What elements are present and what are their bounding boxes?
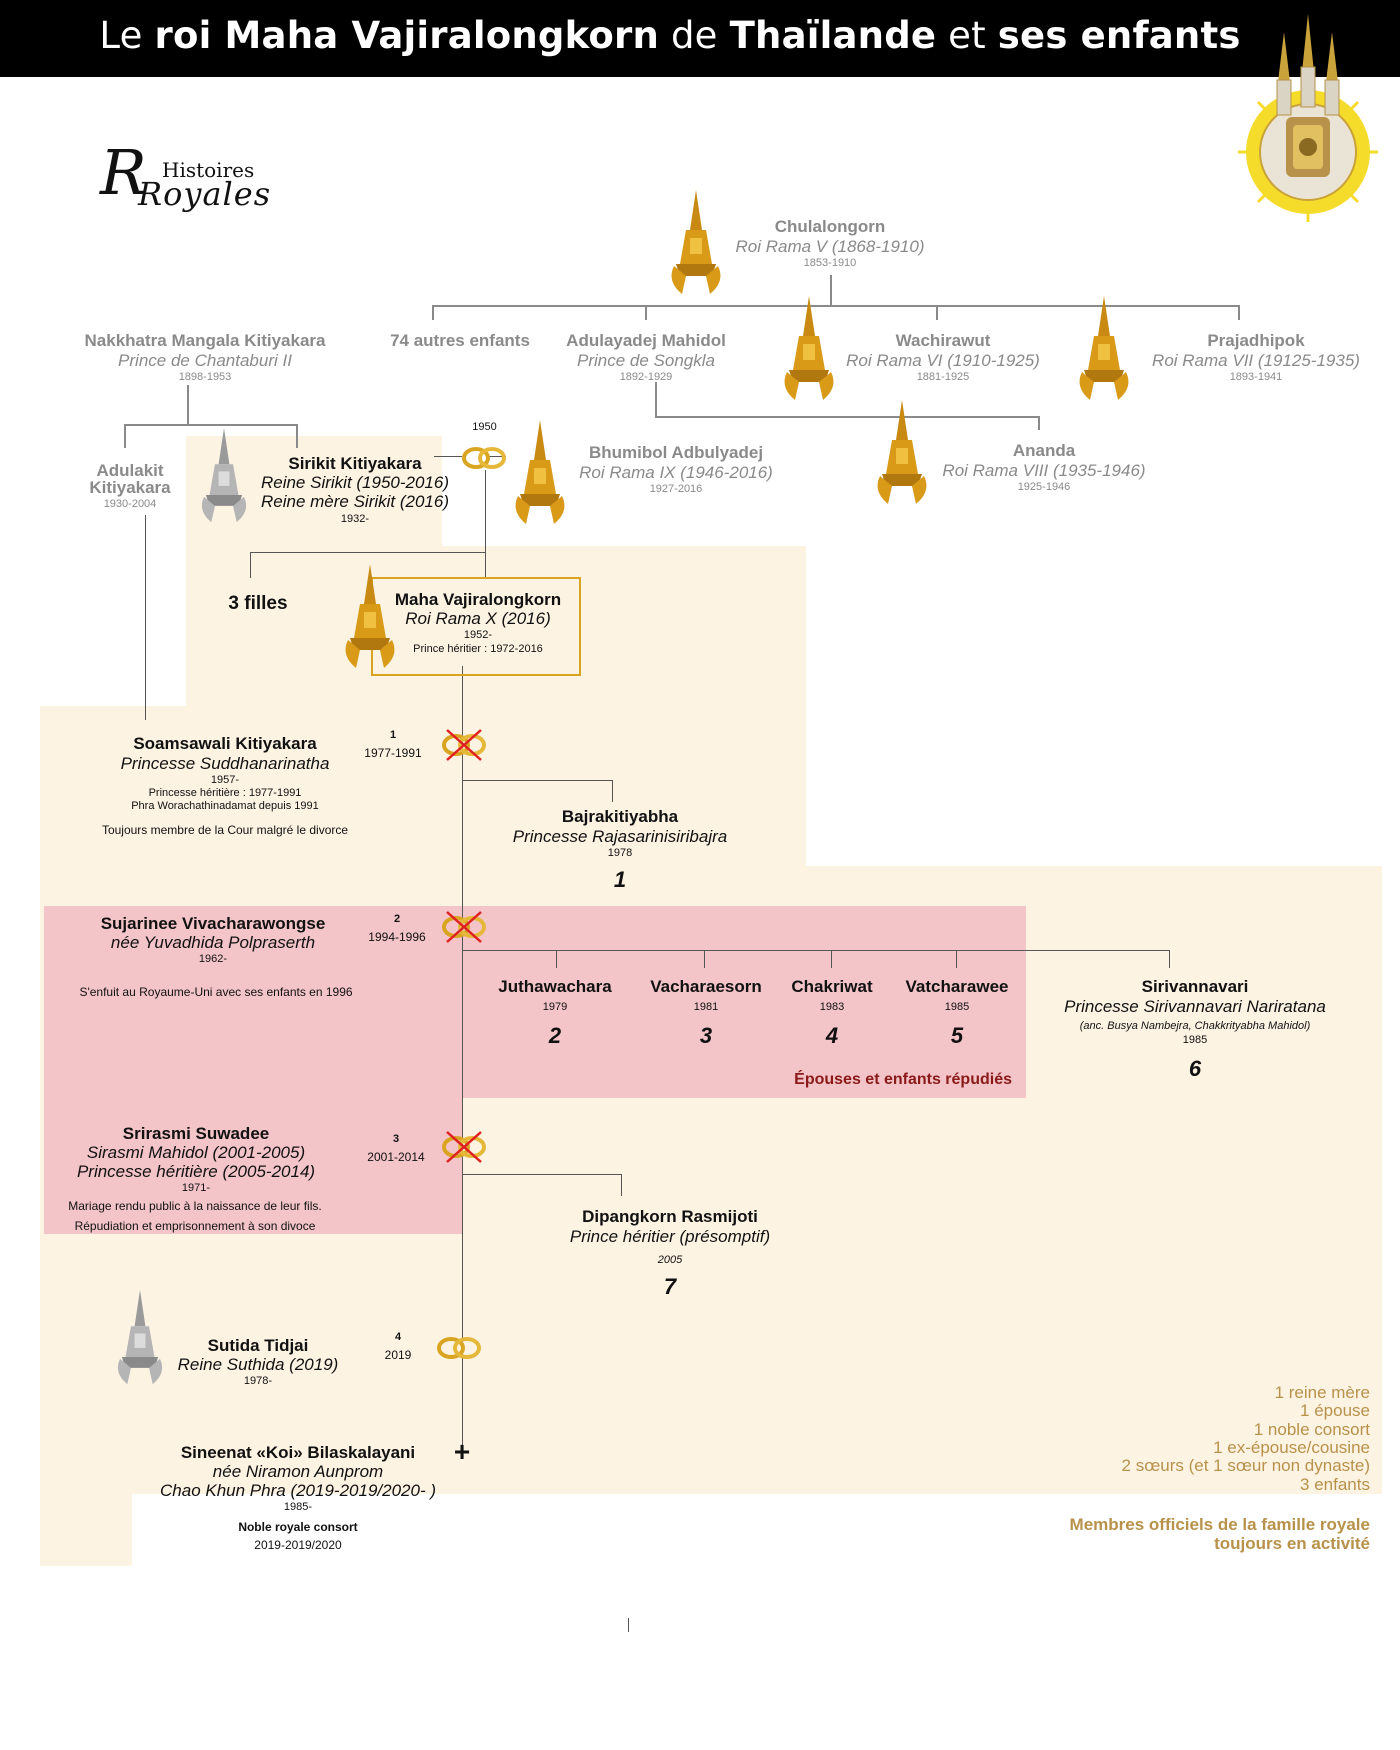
connector [462, 1174, 622, 1175]
connector [124, 424, 126, 448]
sujarinee-note: S'enfuit au Royaume-Uni avec ses enfants… [79, 985, 353, 999]
histoires-royales-logo: R Histoires Royales [100, 142, 270, 218]
connector [612, 780, 613, 802]
cream-region-king [186, 546, 806, 710]
crown-icon-chulalongkorn [671, 190, 721, 294]
connector [432, 305, 1240, 307]
divorced-rings-icon-2 [442, 911, 486, 943]
connector [830, 275, 832, 305]
logo-script-r: R [100, 136, 147, 209]
silver-crown-icon-sutida [117, 1290, 163, 1385]
connector [486, 456, 506, 457]
connector [485, 552, 486, 578]
connector [434, 456, 462, 457]
person-chakriwat: Chakriwat 1983 4 [791, 977, 873, 1048]
srirasmi-note-2: Répudiation et emprisonnement à son divo… [74, 1219, 316, 1233]
repudiated-label: Épouses et enfants répudiés [794, 1071, 1012, 1088]
marriage-year-1950: 1950 [472, 421, 497, 433]
logo-line1: Histoires [162, 158, 255, 182]
person-dipangkorn: Dipangkorn Rasmijoti Prince héritier (pr… [569, 1207, 771, 1299]
person-ananda: Ananda Roi Rama VIII (1935-1946) 1925-19… [942, 441, 1146, 493]
crown-icon-ananda [877, 400, 927, 504]
connector [250, 552, 485, 553]
logo-line2: Royales [138, 175, 272, 213]
wedding-rings-icon-1950 [462, 447, 506, 469]
person-sirikit: Sirikit Kitiyakara Reine Sirikit (1950-2… [260, 454, 450, 525]
silver-crown-icon-sirikit [201, 428, 247, 523]
legend-line: 1 épouse [1300, 1401, 1370, 1421]
header-bar: Le roi Maha Vajiralongkorn de Thaïlande … [0, 0, 1400, 77]
legend-line: 1 ex-épouse/cousine [1213, 1438, 1370, 1458]
connector [1169, 950, 1170, 968]
person-soamsawali: Soamsawali Kitiyakara Princesse Suddhana… [101, 734, 349, 837]
crown-icon-bhumibol [515, 420, 565, 524]
person-daughters: 3 filles [228, 593, 288, 614]
legend-line: 3 enfants [1300, 1474, 1370, 1494]
connector [1038, 416, 1040, 430]
crown-icon-prajadhipok [1079, 296, 1129, 400]
srirasmi-note-1: Mariage rendu public à la naissance de l… [68, 1199, 322, 1213]
legend-line: 2 sœurs (et 1 sœur non dynaste) [1121, 1456, 1370, 1476]
connector [628, 1618, 629, 1632]
page-title: Le roi Maha Vajiralongkorn de Thaïlande … [99, 14, 1241, 57]
person-bhumibol: Bhumibol Adbulyadej Roi Rama IX (1946-20… [579, 443, 773, 495]
person-adulakit: Adulakit Kitiyakara 1930-2004 [89, 461, 171, 510]
royal-emblem-icon [1238, 14, 1378, 222]
person-vajiralongkorn: Maha Vajiralongkorn Roi Rama X (2016) 19… [394, 590, 562, 655]
marriage-1: 1 1977-1991 [364, 729, 422, 760]
person-sutida: Sutida Tidjai Reine Suthida (2019) 1978- [177, 1336, 339, 1387]
connector [655, 382, 657, 416]
person-adulayadej: Adulayadej Mahidol Prince de Songkla 189… [566, 331, 726, 383]
marriage-2: 2 1994-1996 [368, 913, 426, 944]
crown-icon-wachirawut [784, 296, 834, 400]
person-sineenat: Sineenat «Koi» Bilaskalayani née Niramon… [160, 1443, 436, 1552]
repudiated-region-bottom [44, 1094, 462, 1234]
connector [432, 305, 434, 320]
person-juthawachara: Juthawachara 1979 2 [498, 977, 612, 1048]
person-wachirawut: Wachirawut Roi Rama VI (1910-1925) 1881-… [846, 331, 1040, 383]
legend: 1 reine mère 1 épouse 1 noble consort 1 … [1121, 1383, 1370, 1494]
marriage-3: 3 2001-2014 [367, 1133, 425, 1164]
king-spine [462, 666, 463, 1456]
connector [250, 552, 251, 578]
person-prajadhipok: Prajadhipok Roi Rama VII (19125-1935) 18… [1152, 331, 1360, 383]
person-vacharaesorn: Vacharaesorn 1981 3 [650, 977, 762, 1048]
legend-footer: Membres officiels de la famille royale t… [1069, 1515, 1370, 1553]
person-sujarinee: Sujarinee Vivacharawongse née Yuvadhida … [100, 914, 326, 965]
wedding-rings-icon-4 [437, 1337, 481, 1359]
person-chulalongkorn: Chulalongorn Roi Rama V (1868-1910) 1853… [735, 217, 925, 269]
connector [462, 950, 1170, 951]
divorced-rings-icon-3 [442, 1131, 486, 1163]
connector [956, 950, 957, 968]
connector [645, 305, 647, 320]
legend-line: 1 reine mère [1274, 1383, 1370, 1402]
legend-line: 1 noble consort [1253, 1419, 1370, 1439]
connector [462, 780, 612, 781]
connector [1238, 305, 1240, 320]
connector [556, 950, 557, 968]
connector [621, 1174, 622, 1196]
person-others: 74 autres enfants [390, 331, 530, 350]
person-srirasmi: Srirasmi Suwadee Sirasmi Mahidol (2001-2… [76, 1124, 316, 1194]
cream-region-bottom [40, 1490, 132, 1566]
plus-icon: + [453, 1436, 471, 1467]
repudiated-region-top [44, 906, 1026, 1098]
cream-region-mid [40, 706, 806, 866]
connector [124, 424, 298, 426]
crown-icon-vajiralongkorn [345, 564, 395, 668]
person-nakkhatra: Nakkhatra Mangala Kitiyakara Prince de C… [84, 331, 326, 383]
connector [187, 385, 189, 425]
connector [936, 305, 938, 320]
person-sirivannavari: Sirivannavari Princesse Sirivannavari Na… [1064, 977, 1326, 1081]
connector [655, 416, 1040, 418]
person-bajrakitiyabha: Bajrakitiyabha Princesse Rajasarinisirib… [512, 807, 728, 892]
connector [296, 424, 298, 448]
connector [485, 470, 486, 553]
connector [145, 515, 146, 720]
person-vatcharawee: Vatcharawee 1985 5 [905, 977, 1009, 1048]
connector [831, 950, 832, 968]
marriage-4: 4 2019 [384, 1331, 412, 1362]
divorced-rings-icon-1 [442, 729, 486, 761]
connector [704, 950, 705, 968]
